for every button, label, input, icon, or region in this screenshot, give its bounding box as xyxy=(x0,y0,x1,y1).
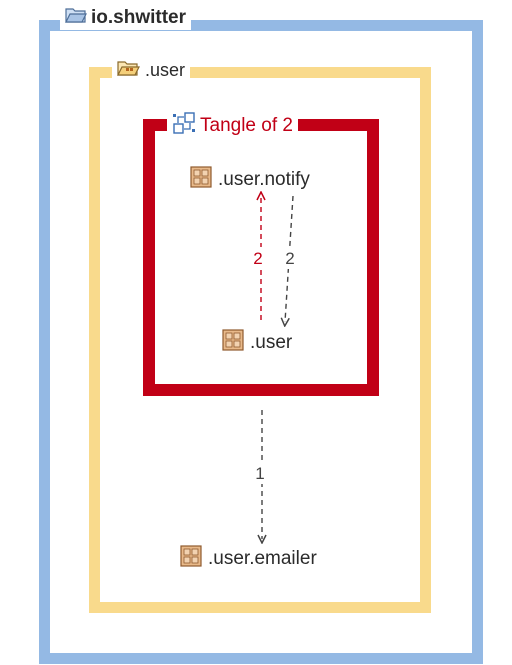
tangle-icon xyxy=(172,112,196,140)
group-user-label: .user xyxy=(145,60,186,80)
package-icon xyxy=(190,166,212,194)
node-user-notify[interactable]: .user.notify xyxy=(190,166,310,194)
group-user-title[interactable]: .user xyxy=(112,59,191,82)
folder-icon xyxy=(117,59,141,82)
folder-icon xyxy=(65,6,87,30)
edge-user-to-emailer-weight: 1 xyxy=(255,464,264,483)
edge-notify-to-user[interactable]: 2 xyxy=(279,195,299,322)
package-icon xyxy=(180,545,202,573)
node-user-emailer-label: .user.emailer xyxy=(208,548,317,569)
edge-notify-to-user-weight: 2 xyxy=(285,249,294,268)
edge-user-to-notify-weight: 2 xyxy=(253,249,262,268)
group-io-shwitter-title[interactable]: io.shwitter xyxy=(60,6,192,30)
node-user-notify-label: .user.notify xyxy=(218,169,310,190)
node-user-emailer[interactable]: .user.emailer xyxy=(180,545,317,573)
node-user[interactable]: .user xyxy=(222,329,292,357)
edge-user-to-notify[interactable]: 2 xyxy=(250,196,270,320)
tangle-title[interactable]: Tangle of 2 xyxy=(167,112,298,140)
tangle-label: Tangle of 2 xyxy=(200,115,293,136)
group-user xyxy=(89,67,431,613)
group-io-shwitter-label: io.shwitter xyxy=(91,7,187,28)
node-user-label: .user xyxy=(250,332,293,353)
edge-user-to-emailer[interactable]: 1 xyxy=(251,410,271,539)
group-io-shwitter xyxy=(39,20,483,664)
package-icon xyxy=(222,329,244,357)
